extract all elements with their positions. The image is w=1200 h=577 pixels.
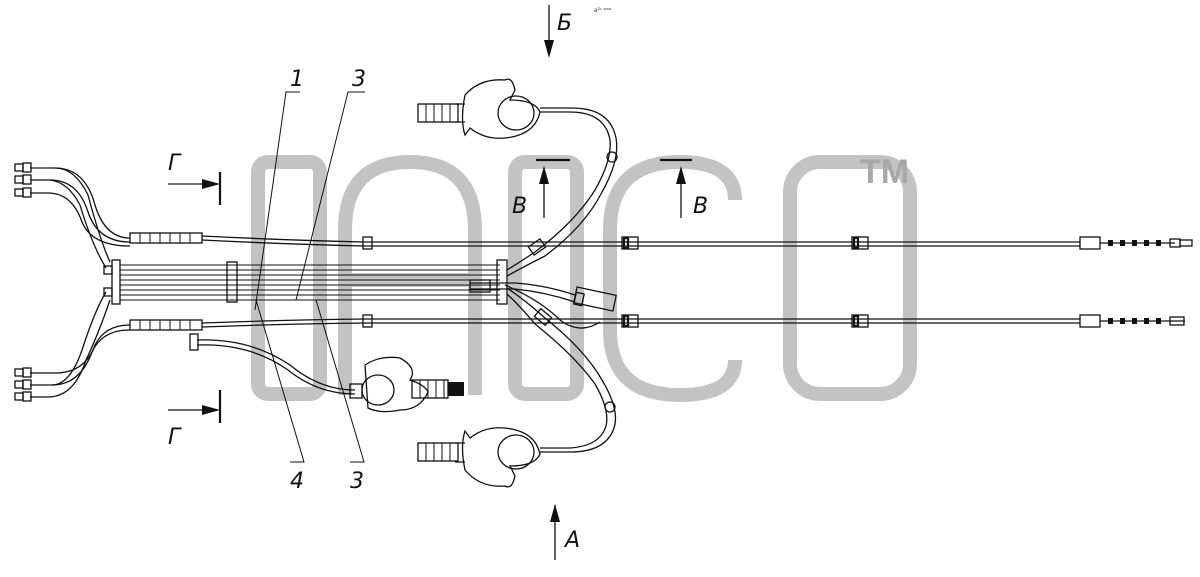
main-trunk-bundle	[120, 264, 500, 301]
upper-long-cable	[201, 235, 1193, 250]
section-g-label-top: Г	[168, 151, 182, 176]
left-bottom-wires	[30, 291, 131, 398]
trunk-clamps	[103, 259, 508, 305]
section-v-right-marker	[660, 158, 692, 218]
section-v-label-right: В	[693, 194, 708, 219]
left-top-connector-pins	[14, 162, 32, 198]
section-v-label-left: В	[512, 194, 527, 219]
callout-1: 1	[290, 67, 304, 92]
left-sleeves	[129, 232, 203, 331]
watermark-trademark: TM	[860, 153, 909, 191]
section-g-bottom-marker	[168, 390, 222, 423]
section-v-left-marker	[536, 158, 570, 218]
top-sensor	[417, 78, 541, 139]
branch-junction	[469, 107, 618, 453]
callout-4: 4	[290, 469, 304, 494]
watermark-logo: TM	[251, 153, 917, 403]
callout-leaders	[254, 91, 365, 463]
section-g-top-marker	[168, 172, 222, 205]
left-bottom-connector-pins	[14, 367, 32, 402]
view-b-arrow	[544, 5, 554, 58]
callout-3: 3	[350, 469, 364, 494]
view-b-label: Б	[557, 11, 572, 36]
view-a-arrow	[550, 504, 560, 560]
callout-2: 3	[352, 67, 366, 92]
stamp-text: a²ᶦ ʷᵃᵃ	[594, 7, 611, 14]
view-a-label: А	[563, 528, 580, 553]
lower-long-cable	[201, 314, 1185, 328]
bottom-sensor	[417, 427, 541, 488]
section-g-label-bottom: Г	[168, 425, 182, 450]
left-top-wires	[30, 167, 131, 269]
middle-sensor	[189, 333, 464, 413]
